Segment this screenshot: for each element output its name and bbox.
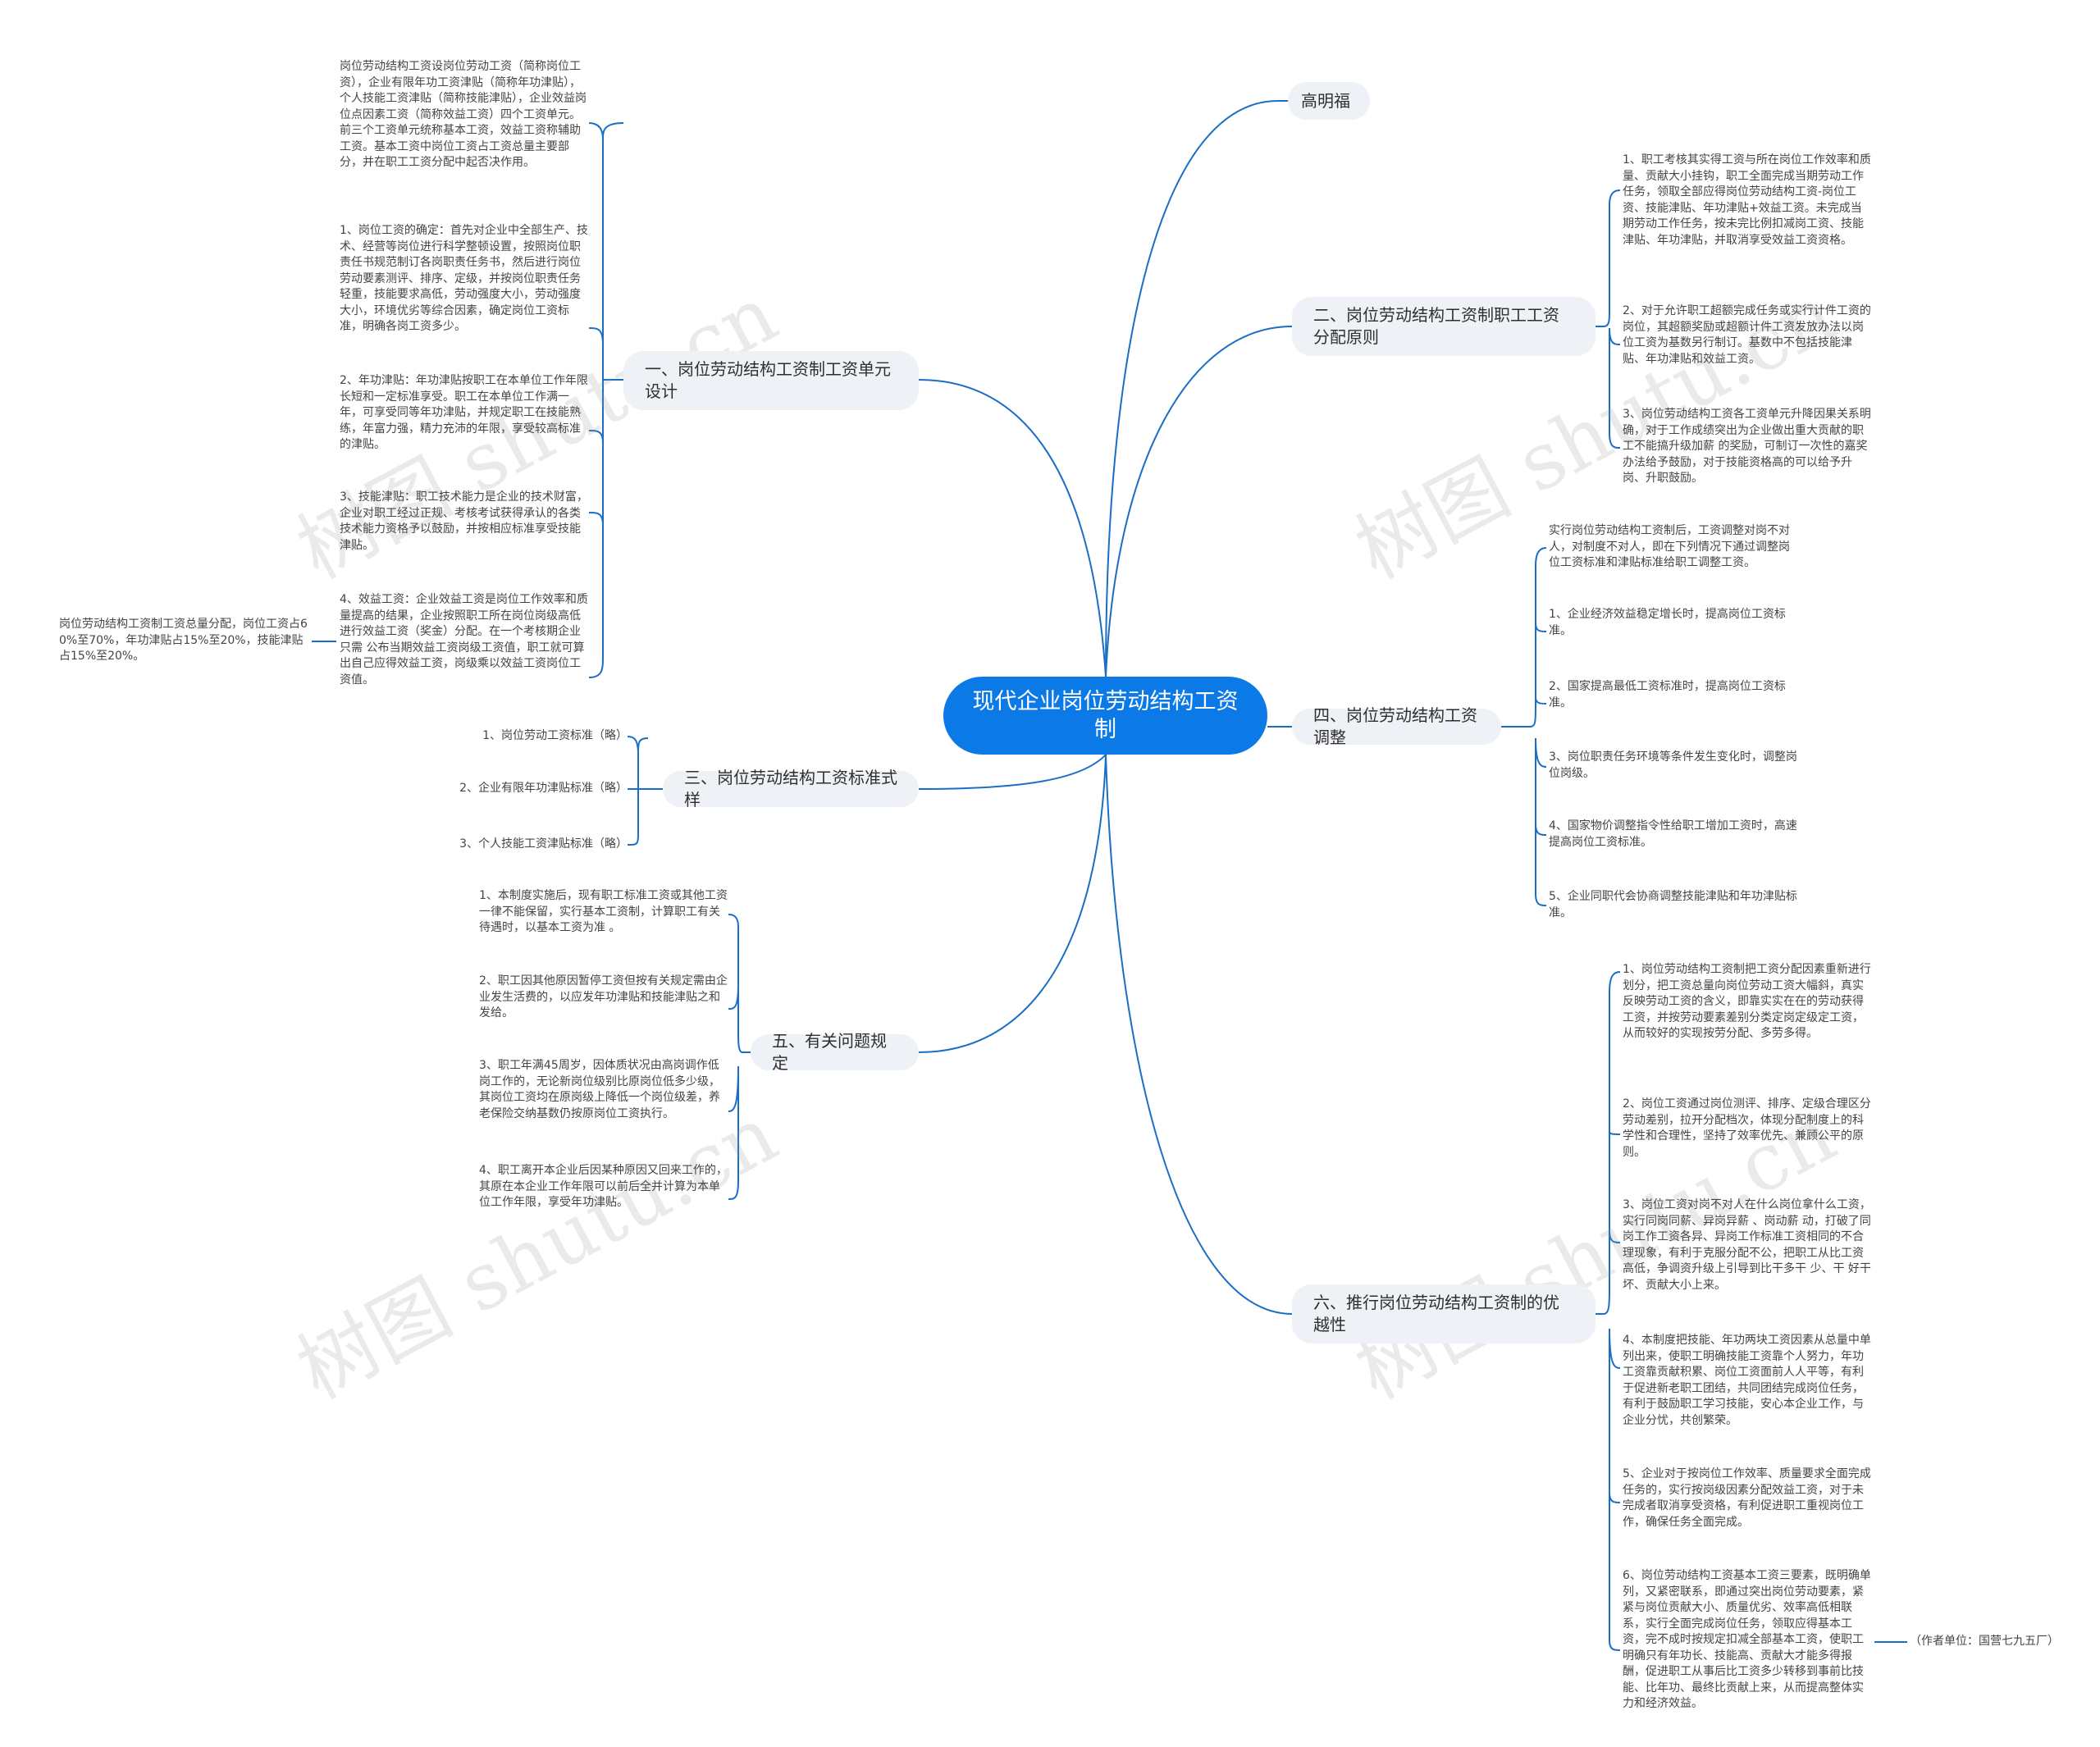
- branch-wage-adjustment[interactable]: 四、岗位劳动结构工资调整: [1292, 705, 1501, 747]
- leaf-adjust-intro: 实行岗位劳动结构工资制后，工资调整对岗不对人，对制度不对人，即在下列情况下通过调…: [1549, 524, 1790, 569]
- branch-distribution-principle[interactable]: 二、岗位劳动结构工资制职工工资分配原则: [1292, 297, 1596, 356]
- leaf-advantage-6: 6、岗位劳动结构工资基本工资三要素，既明确单列，又紧密联系，即通过突出岗位劳动要…: [1623, 1569, 1871, 1710]
- leaf-adjust-2: 2、国家提高最低工资标准时，提高岗位工资标准。: [1549, 680, 1786, 709]
- link-central-b1: [918, 379, 1107, 677]
- leaf-standard-3: 3、个人技能工资津贴标准（略）: [459, 837, 628, 851]
- leaf-wage-share: 岗位劳动结构工资制工资总量分配，岗位工资占60%至70%，年功津贴占15%至20…: [59, 618, 308, 663]
- leaf-standard-2: 2、企业有限年功津贴标准（略）: [459, 782, 628, 795]
- branch-related-provisions[interactable]: 五、有关问题规定: [751, 1031, 919, 1073]
- branch-wage-standard-sample[interactable]: 三、岗位劳动结构工资标准式样: [663, 768, 919, 810]
- branch-author[interactable]: 高明福: [1288, 82, 1370, 120]
- leaf-provision-2: 2、职工因其他原因暂停工资但按有关规定需由企业发生活费的，以应发年功津贴和技能津…: [479, 974, 728, 1019]
- leaf-benefit-wage: 4、效益工资：企业效益工资是岗位工作效率和质量提高的结果，企业按照职工所在岗位岗…: [340, 593, 588, 686]
- leaf-provision-4: 4、职工离开本企业后因某种原因又回来工作的，其原在本企业工作年限可以前后全并计算…: [479, 1164, 728, 1209]
- branch-advantages[interactable]: 六、推行岗位劳动结构工资制的优越性: [1292, 1284, 1596, 1343]
- leaf-advantage-3: 3、岗位工资对岗不对人在什么岗位拿什么工资，实行同岗同薪、异岗异薪 、岗动薪 动…: [1623, 1198, 1871, 1292]
- leaf-advantage-5: 5、企业对于按岗位工作效率、质量要求全面完成任务的，实行按岗级因素分配效益工资，…: [1623, 1467, 1871, 1529]
- leaf-principle-3: 3、岗位劳动结构工资各工资单元升降因果关系明确，对于工作成绩突出为企业做出重大贡…: [1623, 408, 1871, 485]
- branch-wage-unit-design[interactable]: 一、岗位劳动结构工资制工资单元设计: [623, 351, 919, 410]
- link-central-b3: [918, 754, 1107, 790]
- leaf-principle-1: 1、职工考核其实得工资与所在岗位工作效率和质量、贡献大小挂钩，职工全面完成当期劳…: [1623, 153, 1871, 247]
- leaf-standard-1: 1、岗位劳动工资标准（略）: [482, 729, 628, 742]
- link-central-b0: [1105, 99, 1292, 677]
- link-central-b2: [1105, 326, 1293, 677]
- leaf-provision-3: 3、职工年满45周岁，因体质状况由高岗调作低岗工作的，无论新岗位级别比原岗位低多…: [479, 1059, 720, 1120]
- leaf-author-unit: （作者单位：国营七九五厂）: [1910, 1635, 2059, 1648]
- leaf-seniority-allowance: 2、年功津贴：年功津贴按职工在本单位工作年限长短和一定标准享受。职工在本单位工作…: [340, 374, 588, 451]
- leaf-adjust-3: 3、岗位职责任务环境等条件发生变化时，调整岗位岗级。: [1549, 750, 1797, 780]
- leaf-advantage-1: 1、岗位劳动结构工资制把工资分配因素重新进行划分，把工资总量向岗位劳动工资大幅斜…: [1623, 963, 1871, 1040]
- leaf-advantage-2: 2、岗位工资通过岗位测评、排序、定级合理区分劳动差别，拉开分配档次，体现分配制度…: [1623, 1097, 1871, 1159]
- leaf-adjust-4: 4、国家物价调整指令性给职工增加工资时，高速提高岗位工资标准。: [1549, 819, 1797, 849]
- leaf-skill-allowance: 3、技能津贴：职工技术能力是企业的技术财富，企业对职工经过正规、考核考试获得承认…: [340, 490, 588, 552]
- leaf-provision-1: 1、本制度实施后，现有职工标准工资或其他工资一律不能保留，实行基本工资制，计算职…: [479, 889, 728, 934]
- leaf-adjust-5: 5、企业同职代会协商调整技能津贴和年功津贴标准。: [1549, 890, 1797, 919]
- leaf-adjust-1: 1、企业经济效益稳定增长时，提高岗位工资标准。: [1549, 608, 1786, 637]
- leaf-advantage-4: 4、本制度把技能、年功两块工资因素从总量中单列出来，使职工明确技能工资靠个人努力…: [1623, 1334, 1871, 1427]
- leaf-post-wage: 1、岗位工资的确定：首先对企业中全部生产、技术、经营等岗位进行科学整顿设置，按照…: [340, 224, 588, 333]
- link-central-b6: [1105, 754, 1293, 1315]
- central-topic[interactable]: 现代企业岗位劳动结构工资制: [943, 677, 1267, 755]
- link-central-b5: [918, 754, 1107, 1053]
- leaf-wage-units-overview: 岗位劳动结构工资设岗位劳动工资（简称岗位工资），企业有限年功工资津贴（简称年功津…: [340, 60, 587, 169]
- leaf-principle-2: 2、对于允许职工超额完成任务或实行计件工资的岗位，其超额奖励或超额计件工资发放办…: [1623, 304, 1871, 366]
